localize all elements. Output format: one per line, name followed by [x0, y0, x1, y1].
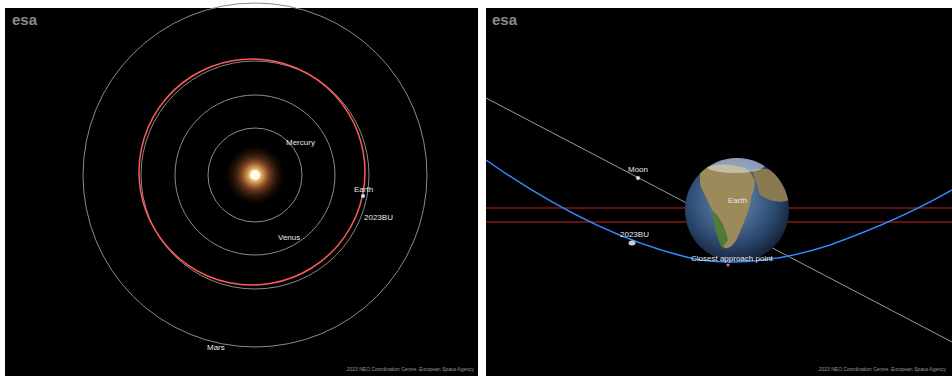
- asteroid-path: [486, 160, 952, 262]
- asteroid-dot: [629, 241, 636, 246]
- earth-label: Earth: [728, 197, 747, 206]
- orbits: [83, 3, 427, 347]
- asteroid-label: 2023BU: [620, 231, 649, 240]
- approach-label: Closest approach point: [691, 255, 773, 264]
- moon-dot: [636, 176, 640, 180]
- sun-core: [250, 170, 260, 180]
- earth-globe: [685, 158, 789, 262]
- planet-label: Mercury: [286, 139, 315, 148]
- logo-text: esa: [12, 12, 37, 29]
- planet-label: Earth: [354, 186, 373, 195]
- logo-text: esa: [492, 12, 517, 29]
- panel-ground: [5, 8, 478, 376]
- planet-label: Venus: [278, 234, 300, 243]
- credit-text: 2023 NEO Coordination Centre. European S…: [347, 367, 474, 373]
- asteroid-label: 2023BU: [364, 214, 393, 223]
- credit-text: 2023 NEO Coordination Centre. European S…: [819, 367, 946, 373]
- earth-dot: [361, 194, 365, 198]
- continents: [700, 157, 790, 248]
- moon-orbit: [486, 98, 952, 342]
- planet-label: Mars: [207, 344, 225, 353]
- sun: [223, 143, 287, 207]
- panel-ground: [486, 8, 952, 376]
- approach-dot: [727, 264, 730, 267]
- moon-label: Moon: [628, 166, 648, 175]
- asteroid-orbit: [121, 41, 383, 303]
